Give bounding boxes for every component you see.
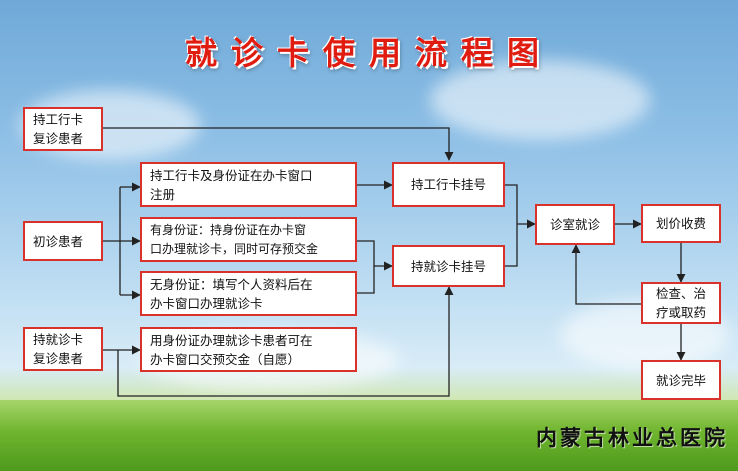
node-first-visit-patient: 初诊患者 bbox=[23, 221, 103, 261]
node-clinic-card-return-patient: 持就诊卡 复诊患者 bbox=[23, 327, 103, 371]
node-label: 检查、治 疗或取药 bbox=[655, 286, 706, 320]
node-visit-complete: 就诊完毕 bbox=[641, 360, 721, 400]
node-label: 持工行卡 复诊患者 bbox=[33, 112, 84, 146]
node-label: 无身份证：填写个人资料后在 办卡窗口办理就诊卡 bbox=[150, 276, 313, 311]
node-work-card-return-patient: 持工行卡 复诊患者 bbox=[23, 107, 103, 151]
hospital-name: 内蒙古林业总医院 bbox=[536, 425, 728, 450]
node-with-id-card: 有身份证：持身份证在办卡窗 口办理就诊卡，同时可存预交金 bbox=[140, 217, 357, 262]
node-label: 持工行卡挂号 bbox=[410, 177, 486, 192]
node-without-id-card: 无身份证：填写个人资料后在 办卡窗口办理就诊卡 bbox=[140, 271, 357, 316]
node-label: 就诊完毕 bbox=[655, 372, 706, 388]
node-id-card-deposit: 用身份证办理就诊卡患者可在 办卡窗口交预交金（自愿） bbox=[140, 327, 357, 372]
node-label: 持就诊卡挂号 bbox=[410, 258, 486, 274]
node-pricing-payment: 划价收费 bbox=[641, 204, 721, 243]
node-consultation: 诊室就诊 bbox=[535, 204, 615, 245]
node-label: 有身份证：持身份证在办卡窗 口办理就诊卡，同时可存预交金 bbox=[150, 222, 319, 256]
node-register-work-card-id: 持工行卡及身份证在办卡窗口 注册 bbox=[140, 162, 357, 207]
node-label: 初诊患者 bbox=[33, 233, 84, 249]
node-work-card-registration: 持工行卡挂号 bbox=[392, 162, 505, 207]
page-title: 就诊卡使用流程图 bbox=[184, 34, 553, 72]
node-label: 诊室就诊 bbox=[549, 217, 600, 232]
node-exam-treatment-medicine: 检查、治 疗或取药 bbox=[641, 282, 721, 324]
node-label: 持工行卡及身份证在办卡窗口 注册 bbox=[150, 167, 313, 202]
grass-background bbox=[0, 400, 738, 471]
node-label: 用身份证办理就诊卡患者可在 办卡窗口交预交金（自愿） bbox=[150, 332, 313, 367]
node-label: 划价收费 bbox=[655, 216, 706, 231]
node-clinic-card-registration: 持就诊卡挂号 bbox=[392, 245, 505, 287]
node-label: 持就诊卡 复诊患者 bbox=[33, 332, 84, 366]
